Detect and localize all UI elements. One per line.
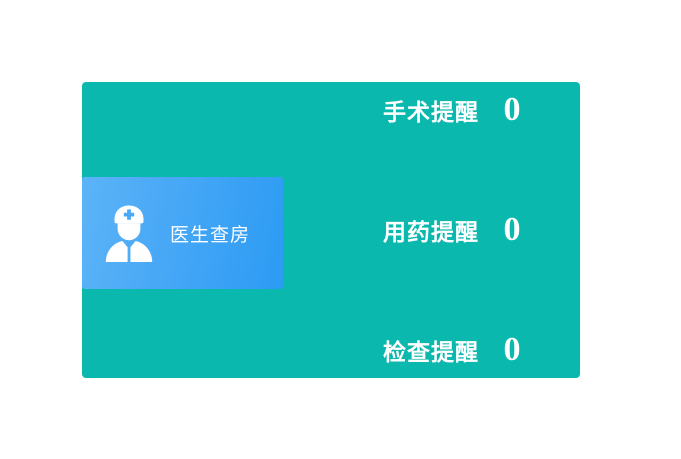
reminder-row-examination[interactable]: 检查提醒 0: [383, 329, 580, 371]
reminder-panel: 医生查房 手术提醒 0 用药提醒 0 检查提醒 0: [82, 82, 580, 378]
reminder-count-surgery: 0: [503, 91, 521, 128]
reminder-label-surgery: 手术提醒: [383, 99, 479, 125]
reminder-row-medication[interactable]: 用药提醒 0: [383, 209, 580, 251]
doctor-nurse-icon: [100, 202, 158, 264]
reminder-label-medication: 用药提醒: [383, 219, 479, 245]
reminder-label-examination: 检查提醒: [383, 339, 479, 365]
reminder-list: 手术提醒 0 用药提醒 0 检查提醒 0: [383, 82, 580, 378]
reminder-count-medication: 0: [503, 211, 521, 248]
reminder-row-surgery[interactable]: 手术提醒 0: [383, 89, 580, 131]
doctor-rounds-label: 医生查房: [170, 224, 251, 246]
doctor-rounds-card[interactable]: 医生查房: [82, 177, 283, 289]
reminder-count-examination: 0: [503, 331, 521, 368]
